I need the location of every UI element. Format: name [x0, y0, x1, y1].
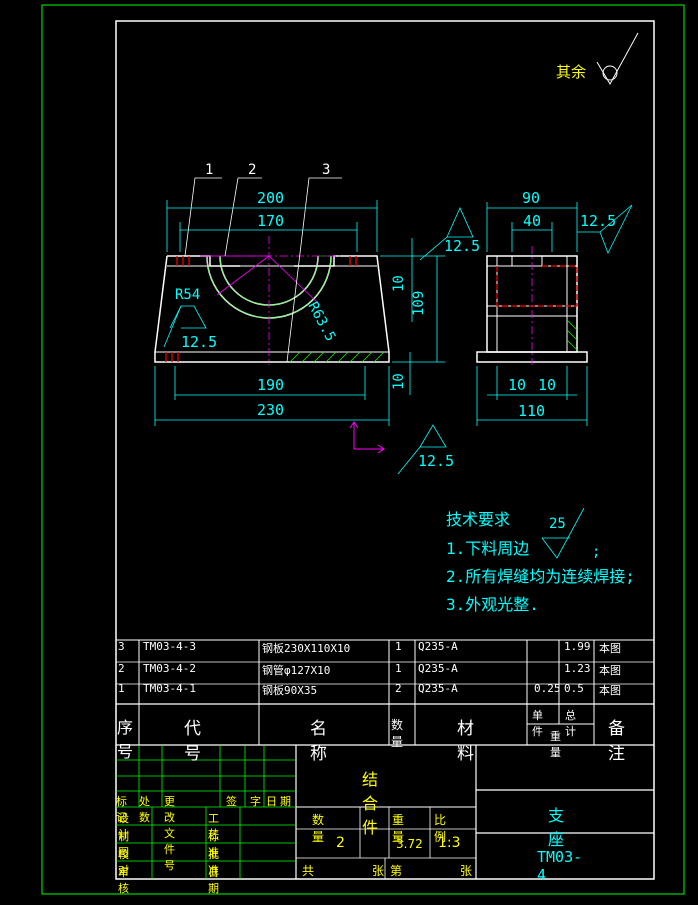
title-block	[116, 745, 654, 879]
rev-h-3: 签	[226, 795, 237, 808]
bom-cell-name: 钢板90X35	[262, 684, 318, 697]
roughness-front-2: 12.5	[181, 333, 217, 351]
role2-date: 日期	[208, 866, 225, 895]
bom-cell-total: 1.99	[564, 640, 591, 653]
leader-3: 3	[322, 162, 330, 178]
side-roughness: 12.5	[580, 212, 616, 230]
dim-top-inner: 170	[257, 212, 284, 230]
dim-top-outer: 200	[257, 189, 284, 207]
sheet-no-label: 第	[390, 864, 403, 878]
dim-radius-inner: R63.5	[304, 299, 338, 344]
bom-cell-qty: 1	[395, 640, 402, 653]
qty-label: 数 量	[312, 813, 325, 844]
bom-cell-name: 钢板230X110X10	[262, 642, 351, 655]
leader-2: 2	[248, 162, 256, 178]
role-check: 校对	[118, 848, 135, 877]
dim-bottom-inner: 190	[257, 376, 284, 394]
rev-h-1: 处数	[139, 795, 150, 824]
bom-header-name: 名称	[310, 719, 327, 764]
side-dim-bottom-outer: 110	[518, 402, 545, 420]
rev-h-2: 更改文件号	[164, 795, 175, 872]
tech-item-1: 1.下料周边	[446, 539, 529, 558]
bom-cell-material: Q235-A	[418, 662, 458, 675]
bom-cell-material: Q235-A	[418, 682, 458, 695]
bom-cell-name: 钢管φ127X10	[262, 664, 331, 677]
bom-cell-code: TM03-4-3	[143, 640, 196, 653]
svg-text:;: ;	[592, 544, 600, 560]
dim-height-bottom: 10	[391, 373, 407, 390]
sheets-total-label: 共	[302, 864, 315, 878]
drawing-number: TM03-4	[537, 848, 583, 884]
bom-cell-note: 本图	[599, 642, 621, 655]
role2-process: 工艺	[208, 812, 225, 841]
side-view: 90 40 10 10 110 12.5	[476, 189, 633, 426]
tech-item-3: 3.外观光整.	[446, 595, 539, 614]
roughness-front-1: 12.5	[444, 237, 480, 255]
bom-header-note: 备注	[608, 719, 625, 764]
role2-standard: 标准	[208, 830, 225, 859]
side-dim-top-outer: 90	[522, 189, 540, 207]
dim-height-top: 10	[391, 275, 407, 292]
tech-title: 技术要求	[446, 510, 510, 529]
sheets-label: 张	[372, 864, 385, 878]
sheet-label: 张	[460, 864, 473, 878]
qty-value: 2	[336, 835, 345, 851]
outer-frame	[41, 4, 685, 895]
rev-h-5: 日	[266, 795, 277, 808]
bom-cell-note: 本图	[599, 664, 621, 677]
surface-finish-label: 其余	[556, 63, 586, 81]
dim-height-total: 109	[411, 291, 427, 316]
tech-item-2: 2.所有焊缝均为连续焊接;	[446, 567, 635, 586]
rev-h-4: 字	[250, 795, 261, 808]
role-design: 设计	[118, 812, 135, 841]
role-drawing: 制图	[118, 830, 135, 859]
bom-cell-total: 1.23	[564, 662, 591, 675]
front-view: 1 2 3 200 170 190 230 109 10 10	[154, 162, 480, 475]
weight-label: 重量	[392, 813, 405, 844]
side-dim-bottom-a: 10	[508, 376, 526, 394]
bom-header-total: 总计	[565, 709, 576, 738]
bom-cell-no: 1	[118, 682, 125, 695]
surface-finish-other: 其余	[556, 32, 639, 86]
tech-requirements: 技术要求 1.下料周边 2.所有焊缝均为连续焊接; 3.外观光整. 25 ;	[446, 507, 635, 614]
bom-cell-total: 0.5	[564, 682, 584, 695]
bom-cell-note: 本图	[599, 684, 621, 697]
side-dim-top-inner: 40	[523, 212, 541, 230]
assembly-type: 结合件	[362, 770, 379, 837]
bom-cell-material: Q235-A	[418, 640, 458, 653]
bom-cell-no: 2	[118, 662, 125, 675]
scale-label: 比例	[434, 813, 447, 844]
rev-h-6: 期	[280, 795, 291, 808]
side-dim-bottom-b: 10	[538, 376, 556, 394]
bom-cell-code: TM03-4-1	[143, 682, 196, 695]
role-review: 审核	[118, 866, 135, 895]
bom-cell-no: 3	[118, 640, 125, 653]
rev-h-0: 标记	[116, 795, 127, 824]
bom-cell-qty: 1	[395, 662, 402, 675]
weight-value: 3.72	[396, 837, 423, 851]
scale-value: 1:3	[438, 835, 461, 851]
bom-cell-qty: 2	[395, 682, 402, 695]
bom-table	[116, 639, 654, 746]
dim-bottom-outer: 230	[257, 401, 284, 419]
bom-header-qty: 数量	[391, 718, 404, 749]
bom-cell-unit: 0.25	[534, 682, 561, 695]
bom-cell-code: TM03-4-2	[143, 662, 196, 675]
bom-header-weight: 重量	[550, 730, 561, 759]
roughness-front-3: 12.5	[418, 452, 454, 470]
bom-header-material: 材料	[457, 719, 474, 764]
role2-approve: 批准	[208, 848, 225, 877]
leader-1: 1	[205, 162, 213, 178]
bom-header-unit: 单件	[532, 709, 543, 738]
bom-header-no: 序号	[117, 718, 134, 761]
weld-symbol: 25	[549, 516, 566, 532]
part-name: 支座	[548, 806, 565, 849]
dim-radius-outer: R54	[175, 287, 200, 303]
bom-header-code: 代号	[184, 719, 201, 764]
